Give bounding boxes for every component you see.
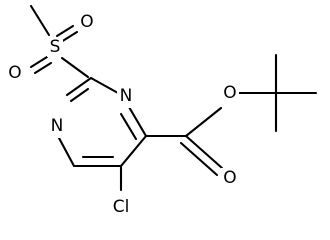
atom-o-carbonyl: O	[221, 168, 239, 190]
bond-n-upper-c4-inner	[119, 112, 138, 141]
bond-s-o-top-a	[55, 24, 75, 38]
bond-c2-n-lower	[65, 76, 93, 97]
bond-s-o-top-b	[59, 30, 79, 44]
atom-o-ester: O	[221, 83, 239, 105]
atom-o-ester-label: O	[223, 83, 236, 103]
atom-n-upper-label: N	[120, 86, 133, 106]
atom-s-label: S	[50, 37, 61, 57]
bond-c5-c4	[119, 134, 148, 168]
structure-diagram: S O O N N Cl O O	[6, 4, 318, 219]
bond-carboxyl-o-ester	[184, 106, 223, 138]
bond-c2-n-upper	[89, 76, 120, 95]
bond-n-lower-c6	[57, 136, 76, 168]
bond-n-upper-c4	[127, 105, 148, 138]
atom-o-top-label: O	[80, 12, 93, 32]
atom-n-upper: N	[117, 86, 135, 108]
bond-s-c2	[60, 56, 90, 79]
atom-o-left-label: O	[8, 63, 21, 83]
atom-cl: Cl	[108, 197, 134, 219]
atom-n-lower: N	[48, 116, 66, 138]
bond-carbonyl-a	[184, 134, 224, 170]
bond-c2-n-lower-inner	[69, 87, 90, 103]
atom-o-left: O	[6, 63, 24, 85]
atom-s: S	[47, 37, 63, 57]
atom-o-top: O	[78, 12, 96, 34]
atom-n-lower-label: N	[51, 116, 64, 136]
bond-carbonyl-b	[179, 141, 219, 177]
atom-o-carbonyl-label: O	[223, 168, 236, 188]
bond-s-o-left-a	[29, 55, 49, 69]
atom-cl-label: Cl	[113, 197, 130, 217]
bond-s-o-left-b	[33, 61, 53, 75]
bond-methyl-s	[29, 4, 51, 37]
